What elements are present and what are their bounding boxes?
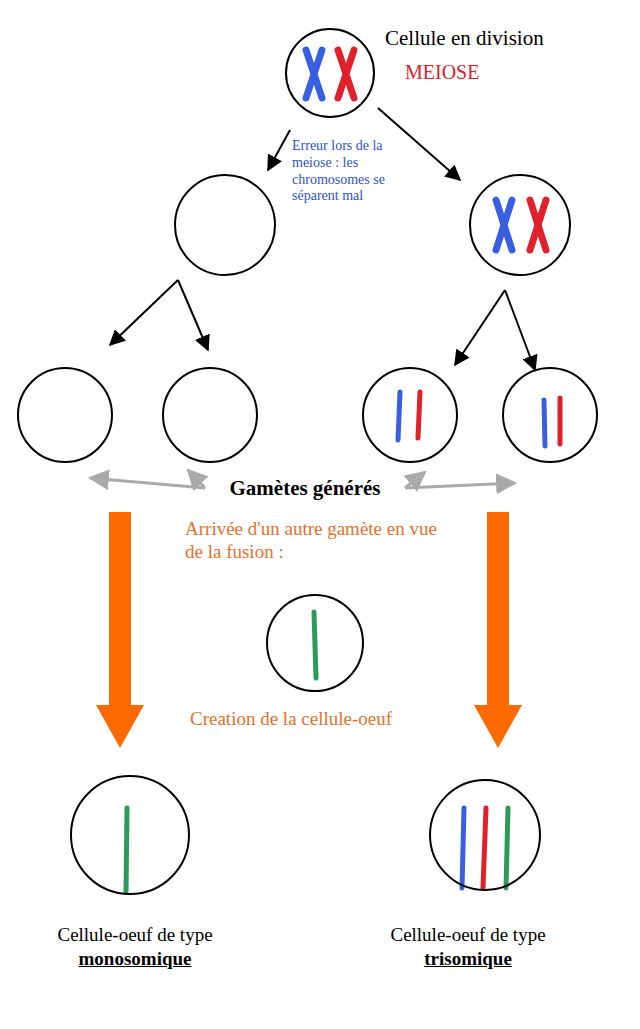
chromosome [338, 50, 354, 98]
chromatid [314, 612, 316, 678]
cell-caption: Cellule en division [385, 26, 544, 51]
chromosome [530, 200, 546, 250]
chromatid [544, 400, 545, 446]
gametes-label: Gamètes générés [229, 476, 380, 501]
dividing-cell: Cellule en divisionMEIOSE [285, 28, 375, 118]
gametes [18, 368, 597, 462]
daughter-cell [175, 175, 275, 275]
cell-membrane [430, 780, 540, 890]
zygote-cell: Cellule-oeuf de typemonosomique [70, 775, 190, 895]
chromatid [462, 808, 464, 888]
cell-outline [285, 28, 375, 118]
gamete [503, 368, 597, 462]
cell-caption: Cellule-oeuf de type [390, 924, 545, 947]
division-arrow [455, 290, 505, 365]
cell-type: trisomique [424, 948, 512, 971]
chromatid [418, 392, 420, 438]
gamete [18, 368, 112, 462]
chromatid [483, 808, 486, 888]
zygote-note: Creation de la cellule-oeuf [190, 708, 392, 731]
chromosome [496, 200, 512, 250]
cell-membrane [286, 29, 374, 117]
chromosome [496, 200, 512, 250]
gamete [363, 368, 457, 462]
pointer-arrow [90, 478, 205, 488]
chromosome [530, 200, 546, 250]
chromatid [126, 808, 127, 892]
pointer-arrow [405, 472, 425, 488]
cell-outline [429, 779, 541, 891]
chromatid [558, 398, 563, 444]
daughter-cell [470, 175, 570, 275]
chromosome-pair [496, 200, 546, 250]
division-arrow [378, 108, 460, 180]
cell-type: monosomique [79, 948, 192, 971]
fusion-arrow [474, 512, 522, 748]
chromatids [398, 392, 560, 446]
chromosome [306, 50, 322, 98]
cell-type: MEIOSE [405, 60, 479, 84]
fusion-arrow [96, 512, 144, 748]
cell-outline [70, 775, 190, 895]
pointer-arrow [405, 483, 515, 488]
chromatid [398, 392, 400, 440]
pointer-arrow [188, 470, 205, 488]
cell-membrane [71, 776, 189, 894]
gamete [163, 368, 257, 462]
incoming-gamete [267, 595, 363, 691]
division-arrow [178, 280, 208, 350]
arrival-note: Arrivée d'un autre gamète en vue de la f… [185, 518, 450, 564]
error-note: Erreur lors de la meiose : les chromosom… [292, 138, 424, 205]
chromatids [462, 808, 508, 888]
chromatid [506, 808, 508, 888]
division-arrow [268, 130, 290, 170]
cell-caption: Cellule-oeuf de type [57, 924, 212, 947]
zygote-cell: Cellule-oeuf de typetrisomique [429, 779, 541, 891]
chromosome-pair [306, 50, 354, 98]
chromosome [338, 50, 354, 98]
chromosome [306, 50, 322, 98]
division-arrow [505, 290, 535, 370]
division-arrow [110, 280, 178, 345]
